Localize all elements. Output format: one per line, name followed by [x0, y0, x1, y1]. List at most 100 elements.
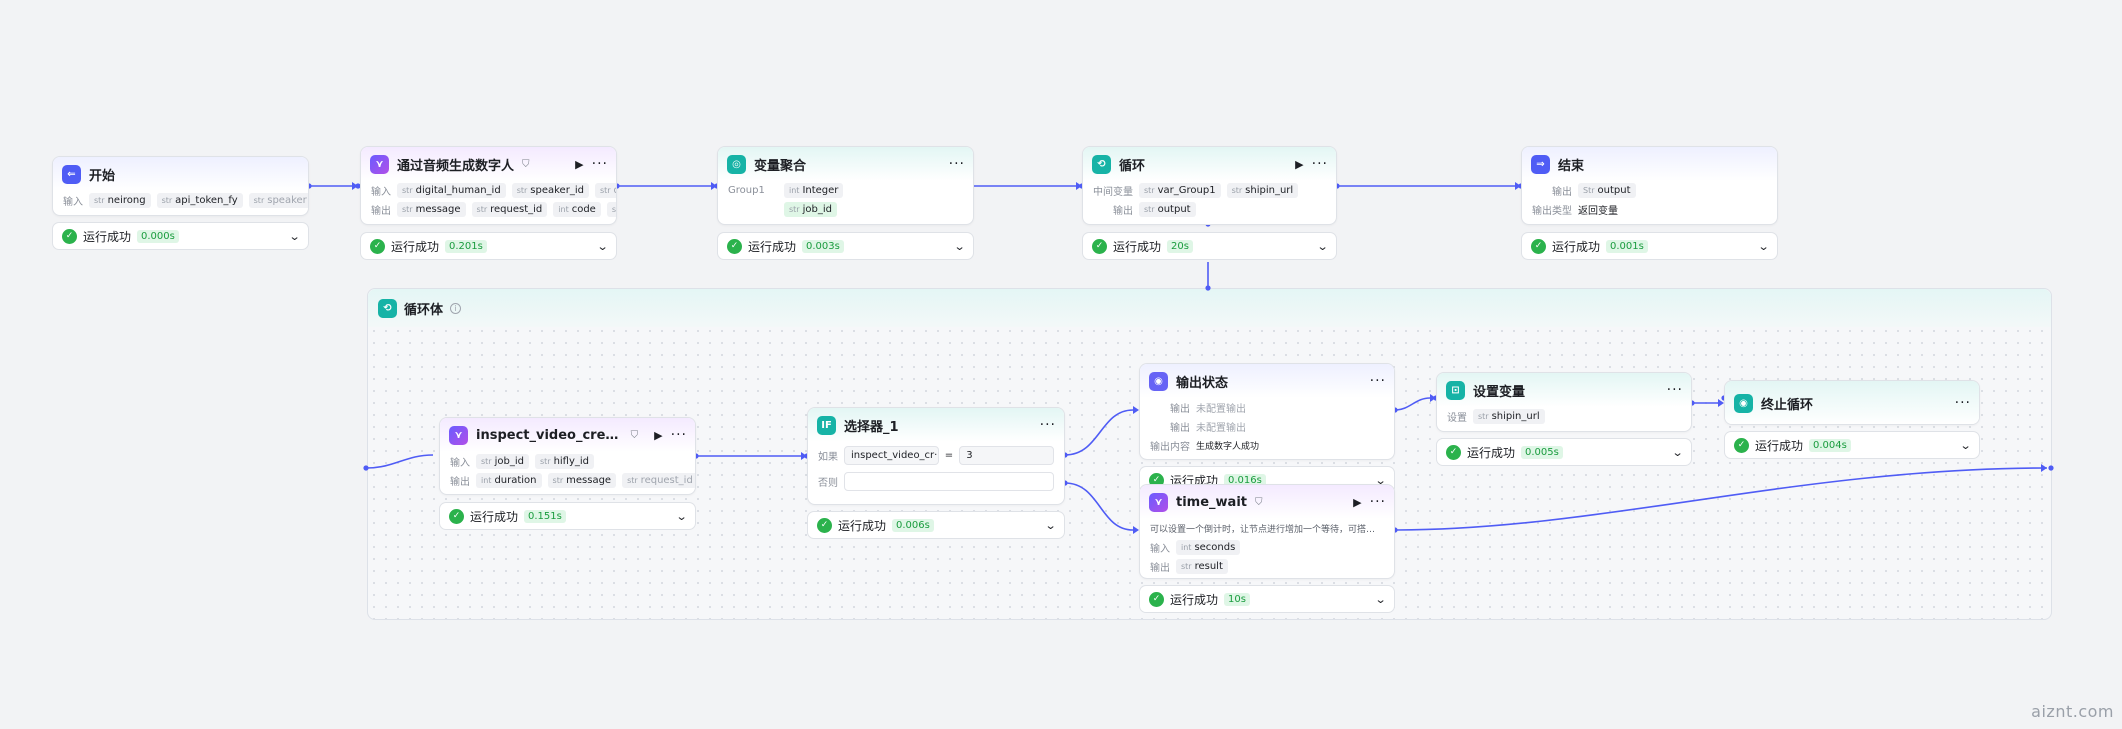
output-label: 输出: [371, 206, 391, 217]
chevron-down-icon[interactable]: ⌄: [1374, 592, 1387, 606]
node-output-status[interactable]: ◉ 输出状态 ··· 输出 未配置输出 输出 未配置输出 输出内容 生成数字人成…: [1139, 363, 1395, 460]
info-icon[interactable]: i: [450, 302, 462, 314]
status-text: 运行成功: [470, 509, 519, 524]
more-icon[interactable]: ···: [948, 156, 965, 172]
node-title: 循环: [1119, 158, 1146, 174]
more-icon[interactable]: ···: [670, 427, 687, 443]
chevron-down-icon[interactable]: ⌄: [953, 239, 966, 253]
more-icon[interactable]: ···: [1954, 395, 1971, 411]
run-icon[interactable]: ▶: [654, 428, 663, 442]
run-icon[interactable]: ▶: [575, 157, 584, 171]
chevron-down-icon[interactable]: ⌄: [1757, 239, 1770, 253]
output-label: 输出: [1170, 423, 1190, 434]
more-icon[interactable]: ···: [1369, 373, 1386, 389]
chevron-down-icon[interactable]: ⌄: [1044, 518, 1057, 532]
more-icon[interactable]: ···: [591, 156, 608, 172]
status-text: 运行成功: [391, 239, 440, 254]
status-bar-time-wait[interactable]: ✓ 运行成功 10s ⌄: [1139, 585, 1395, 613]
time-badge: 0.001s: [1606, 239, 1648, 253]
output-type-value: 返回变量: [1578, 206, 1618, 217]
loop-icon: ⟲: [1092, 154, 1111, 174]
chevron-down-icon[interactable]: ⌄: [675, 509, 688, 523]
output-content-value: 生成数字人成功: [1196, 442, 1260, 452]
node-time-wait[interactable]: ⋎ time_wait ⛉ ▶ ··· 可以设置一个倒计时，让节点进行增加一个等…: [1139, 484, 1395, 579]
node-title: 选择器_1: [844, 419, 899, 435]
more-icon[interactable]: ···: [1039, 417, 1056, 433]
description-row: 可以设置一个倒计时，让节点进行增加一个等待，可搭配异步···: [1140, 519, 1394, 538]
status-bar-inspect[interactable]: ✓ 运行成功 0.151s ⌄: [439, 502, 696, 530]
node-stop-loop[interactable]: ◉ 终止循环 ···: [1724, 380, 1980, 425]
output-content-label: 输出内容: [1150, 442, 1190, 453]
more-icon[interactable]: ···: [1311, 156, 1328, 172]
more-icon[interactable]: ···: [1666, 382, 1683, 398]
chevron-down-icon[interactable]: ⌄: [1374, 473, 1387, 487]
check-icon: ✓: [817, 517, 832, 533]
status-text: 运行成功: [1552, 239, 1601, 254]
run-icon[interactable]: ▶: [1295, 157, 1304, 171]
condition-value[interactable]: 3: [959, 445, 1054, 465]
node-title: 结束: [1558, 158, 1585, 174]
chevron-down-icon[interactable]: ⌄: [1671, 445, 1684, 459]
status-bar-start[interactable]: ✓ 运行成功 0.000s ⌄: [52, 222, 309, 250]
more-icon[interactable]: ···: [1369, 494, 1386, 510]
node-header: ⋎ inspect_video_creation_sta··· ⛉ ▶ ···: [440, 418, 695, 452]
status-bar-end[interactable]: ✓ 运行成功 0.001s ⌄: [1521, 232, 1778, 260]
time-badge: 0.005s: [1521, 445, 1563, 459]
stop-loop-icon: ◉: [1734, 393, 1753, 413]
loop-body-title: 循环体: [404, 302, 444, 318]
check-icon: ✓: [727, 238, 742, 254]
chevron-down-icon[interactable]: ⌄: [288, 229, 301, 243]
status-bar-stop-loop[interactable]: ✓ 运行成功 0.004s ⌄: [1724, 431, 1980, 459]
node-inspect-video[interactable]: ⋎ inspect_video_creation_sta··· ⛉ ▶ ··· …: [439, 417, 696, 495]
node-selector[interactable]: IF 选择器_1 ··· 如果 inspect_video_cr··· = 3 …: [807, 407, 1065, 505]
status-text: 运行成功: [83, 229, 132, 244]
status-text: 运行成功: [838, 518, 887, 533]
chevron-down-icon[interactable]: ⌄: [1959, 438, 1972, 452]
status-text: 运行成功: [1170, 592, 1219, 607]
status-bar-selector[interactable]: ✓ 运行成功 0.006s ⌄: [807, 511, 1065, 539]
status-text: 运行成功: [1467, 445, 1516, 460]
chevron-down-icon[interactable]: ⌄: [1316, 239, 1329, 253]
set-label: 设置: [1447, 413, 1467, 424]
status-bar-aggregate[interactable]: ✓ 运行成功 0.003s ⌄: [717, 232, 974, 260]
time-badge: 0.004s: [1809, 438, 1851, 452]
output-type-label: 输出类型: [1532, 206, 1572, 217]
shield-icon: ⛉: [1255, 496, 1263, 508]
status-bar-digital-human[interactable]: ✓ 运行成功 0.201s ⌄: [360, 232, 617, 260]
message-icon: ◉: [1149, 371, 1168, 391]
plugin-icon: ⋎: [449, 425, 468, 445]
time-badge: 0.016s: [1224, 473, 1266, 487]
loop-body-header[interactable]: ⟲ 循环体 i: [368, 289, 2051, 327]
status-bar-loop[interactable]: ✓ 运行成功 20s ⌄: [1082, 232, 1337, 260]
run-icon[interactable]: ▶: [1353, 495, 1362, 509]
input-label: 输入: [1150, 544, 1170, 555]
plugin-icon: ⋎: [1149, 492, 1168, 512]
condition-variable[interactable]: inspect_video_cr···: [844, 445, 939, 465]
output-type-row: 输出类型 返回变量: [1522, 200, 1777, 219]
chevron-down-icon[interactable]: ⌄: [596, 239, 609, 253]
status-bar-set-variable[interactable]: ✓ 运行成功 0.005s ⌄: [1436, 438, 1692, 466]
